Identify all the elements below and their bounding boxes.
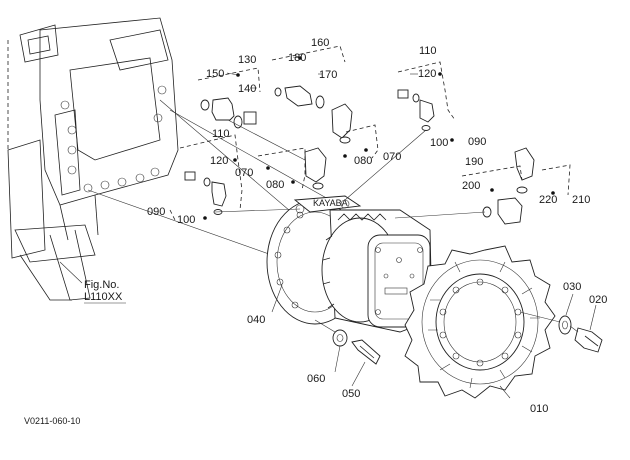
callout-080-upper: 080 [354,155,372,167]
callout-030: 030 [563,281,581,293]
callout-060: 060 [307,373,325,385]
callout-090-right: 090 [468,136,486,148]
sprocket-bolt-020 [574,327,603,353]
drawing-code: V0211-060-10 [24,416,80,426]
callout-190: 190 [465,156,483,168]
callout-100-right: 100 [430,137,448,149]
motor-brand-text: KAYABA [313,198,348,208]
fitting-group-110-right [397,89,435,131]
elbow-fitting-upper-080 [331,103,353,144]
fig-ref-line2: L110XX [84,291,123,303]
fitting-group-190 [482,197,523,225]
callout-130: 130 [238,54,256,66]
callout-brackets [169,45,571,221]
callout-120-left: 120 [210,155,228,167]
callout-010: 010 [530,403,548,415]
callout-220: 220 [539,194,557,206]
track-frame [7,17,179,301]
elbow-fitting-210 [514,147,535,194]
callout-140: 140 [238,83,256,95]
fig-ref-line1: Fig.No. [84,279,119,291]
drive-sprocket [404,245,556,399]
callout-080-lower: 080 [266,179,284,191]
figure-reference: Fig.No. L110XX [84,279,126,304]
fitting-group-160 [274,85,325,109]
callout-070-lower: 070 [235,167,253,179]
callout-200: 200 [462,180,480,192]
washer-060 [332,329,348,347]
callout-120-right: 120 [418,68,436,80]
callout-labels: 010 020 030 040 050 060 070 070 080 080 … [147,37,607,415]
callout-210: 210 [572,194,590,206]
travel-motor: KAYABA [266,195,433,333]
callout-100-left: 100 [177,214,195,226]
callout-070-upper: 070 [383,151,401,163]
callout-110-left: 110 [212,128,230,140]
callout-160: 160 [311,37,329,49]
elbow-fitting-lower-080 [304,147,327,190]
callout-150: 150 [206,68,224,80]
motor-bolt-050 [351,339,381,365]
fitting-group-110-left [184,171,227,215]
callout-040: 040 [247,314,265,326]
callout-170: 170 [319,69,337,81]
fitting-group-130 [200,97,257,129]
callout-180: 180 [288,52,306,64]
callout-090-left: 090 [147,206,165,218]
callout-020: 020 [589,294,607,306]
washer-030 [558,315,572,335]
callout-leaders [59,56,597,399]
callout-050: 050 [342,388,360,400]
callout-110-right: 110 [419,45,437,57]
